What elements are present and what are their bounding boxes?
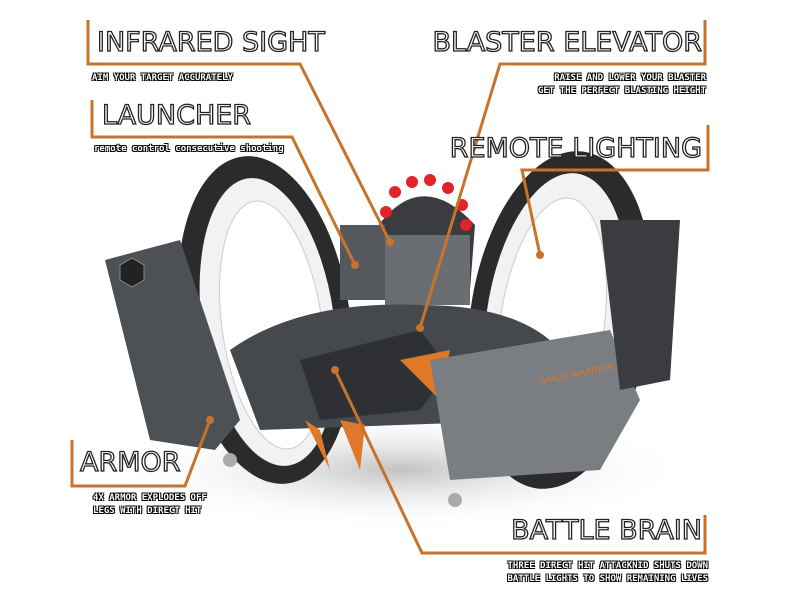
armor-desc-line: 4X ARMOR EXPLODES OFF [93,493,207,503]
armor-desc: 4X ARMOR EXPLODES OFF LEGS WITH DIRECT H… [93,492,207,518]
right-foot [448,493,462,507]
launcher-title: LAUNCHER [101,99,252,131]
infrared-sight-leader [86,20,392,243]
left-armor-leg [105,240,240,450]
battle-brain-desc-line: THREE DIRECT HIT ATTACKNID SHUTS DOWN [507,561,708,571]
blaster-elevator-leader [418,20,707,329]
remote-lighting-leader [520,125,710,256]
left-armor-emblem [119,257,145,288]
battle-brain-desc: THREE DIRECT HIT ATTACKNID SHUTS DOWN BA… [508,560,708,586]
blaster-elevator-title: BLASTER ELEVATOR [432,26,703,58]
remote-lighting-title: REMOTE LIGHTING [449,132,703,164]
battle-brain-leader [333,369,707,555]
leader-lines [70,20,710,555]
blaster-turret [340,174,475,305]
infrared-sight-title: INFRARED SIGHT [96,26,325,58]
left-foot [223,453,237,467]
armor-desc-line: LEGS WITH DIRECT HIT [93,506,202,516]
battle-brain-desc-line: BATTLE LIGHTS TO SHOW REMAINING LIVES [507,574,708,584]
leader-endpoints [206,238,544,424]
launcher-desc: remote control consecutive shooting [94,144,284,154]
battle-brain-title: BATTLE BRAIN [510,514,702,546]
blaster-elevator-desc-line: GET THE PERFECT BLASTING HEIGHT [538,86,706,96]
infrared-sight-desc: AIM YOUR TARGET ACCURATELY [92,73,233,83]
blaster-elevator-desc: RAISE AND LOWER YOUR BLASTER GET THE PER… [538,72,706,98]
right-armor-plate [430,330,640,480]
armor-leader [70,419,212,488]
blaster-elevator-desc-line: RAISE AND LOWER YOUR BLASTER [554,73,706,83]
right-armor-leg [600,220,680,390]
launcher-leader [90,100,357,266]
armor-title: ARMOR [79,446,181,478]
